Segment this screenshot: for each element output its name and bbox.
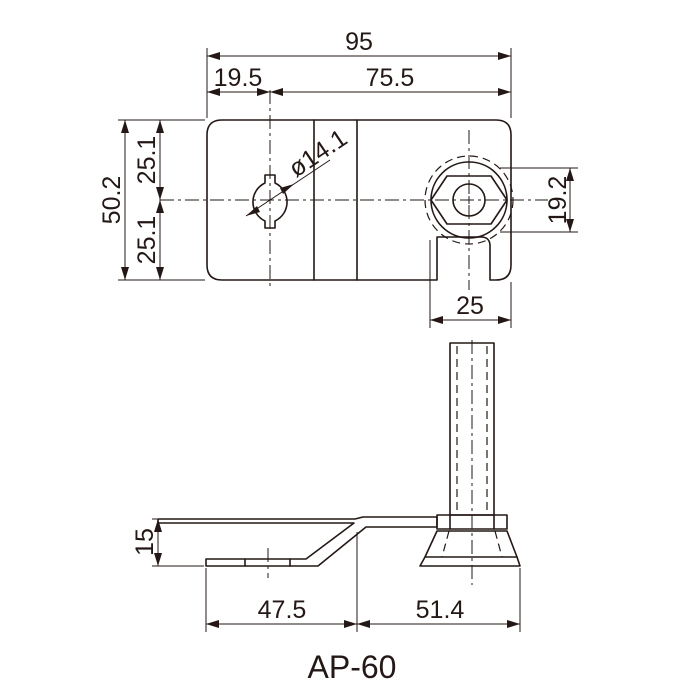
arrowhead xyxy=(344,620,357,628)
dim-hole-to-end: 75.5 xyxy=(366,64,415,92)
arrowhead xyxy=(121,267,129,280)
arrowhead xyxy=(270,88,283,96)
arrowhead xyxy=(430,316,443,324)
arrowhead xyxy=(156,187,164,200)
model-label: AP-60 xyxy=(308,649,397,685)
dim-step-height: 15 xyxy=(131,528,159,556)
arrowhead xyxy=(566,219,574,232)
arrowhead xyxy=(156,200,164,213)
arrowhead xyxy=(498,52,511,60)
dim-lower-half: 25.1 xyxy=(133,216,161,265)
dim-total-height: 50.2 xyxy=(98,176,126,225)
arrowhead xyxy=(156,120,164,133)
dim-base-length: 47.5 xyxy=(258,596,307,624)
arrowhead xyxy=(280,184,294,194)
arrowhead xyxy=(246,206,260,216)
arrowhead xyxy=(121,120,129,133)
foot-joint xyxy=(441,530,450,558)
bracket-plate xyxy=(157,516,438,567)
foot-joint xyxy=(494,530,503,558)
arrowhead xyxy=(206,620,219,628)
arrowhead xyxy=(357,620,370,628)
dim-hole-offset: 19.5 xyxy=(214,64,263,92)
arrowhead xyxy=(156,267,164,280)
swivel-foot xyxy=(419,530,521,567)
side-view: 15 47.5 51.4 xyxy=(131,340,521,632)
arrowhead xyxy=(257,88,270,96)
dim-upper-half: 25.1 xyxy=(133,136,161,185)
arrowhead xyxy=(498,316,511,324)
arrowhead xyxy=(566,168,574,181)
arrowhead xyxy=(154,553,162,566)
dim-nut-width: 19.2 xyxy=(544,176,572,225)
top-view: ø14.1 95 19.5 75.5 50.2 25.1 25.1 xyxy=(98,28,578,328)
hex-nut xyxy=(430,175,508,225)
arrowhead xyxy=(154,519,162,532)
arrowhead xyxy=(207,52,220,60)
dim-foot-length: 51.4 xyxy=(416,596,465,624)
plate-outline xyxy=(206,119,512,281)
dim-slot-width: 25 xyxy=(456,292,484,320)
dim-overall-width: 95 xyxy=(345,28,373,56)
hole-diameter-label: ø14.1 xyxy=(284,124,353,183)
arrowhead xyxy=(498,88,511,96)
keyed-hole xyxy=(252,174,288,229)
arrowhead xyxy=(507,620,520,628)
arrowhead xyxy=(207,88,220,96)
